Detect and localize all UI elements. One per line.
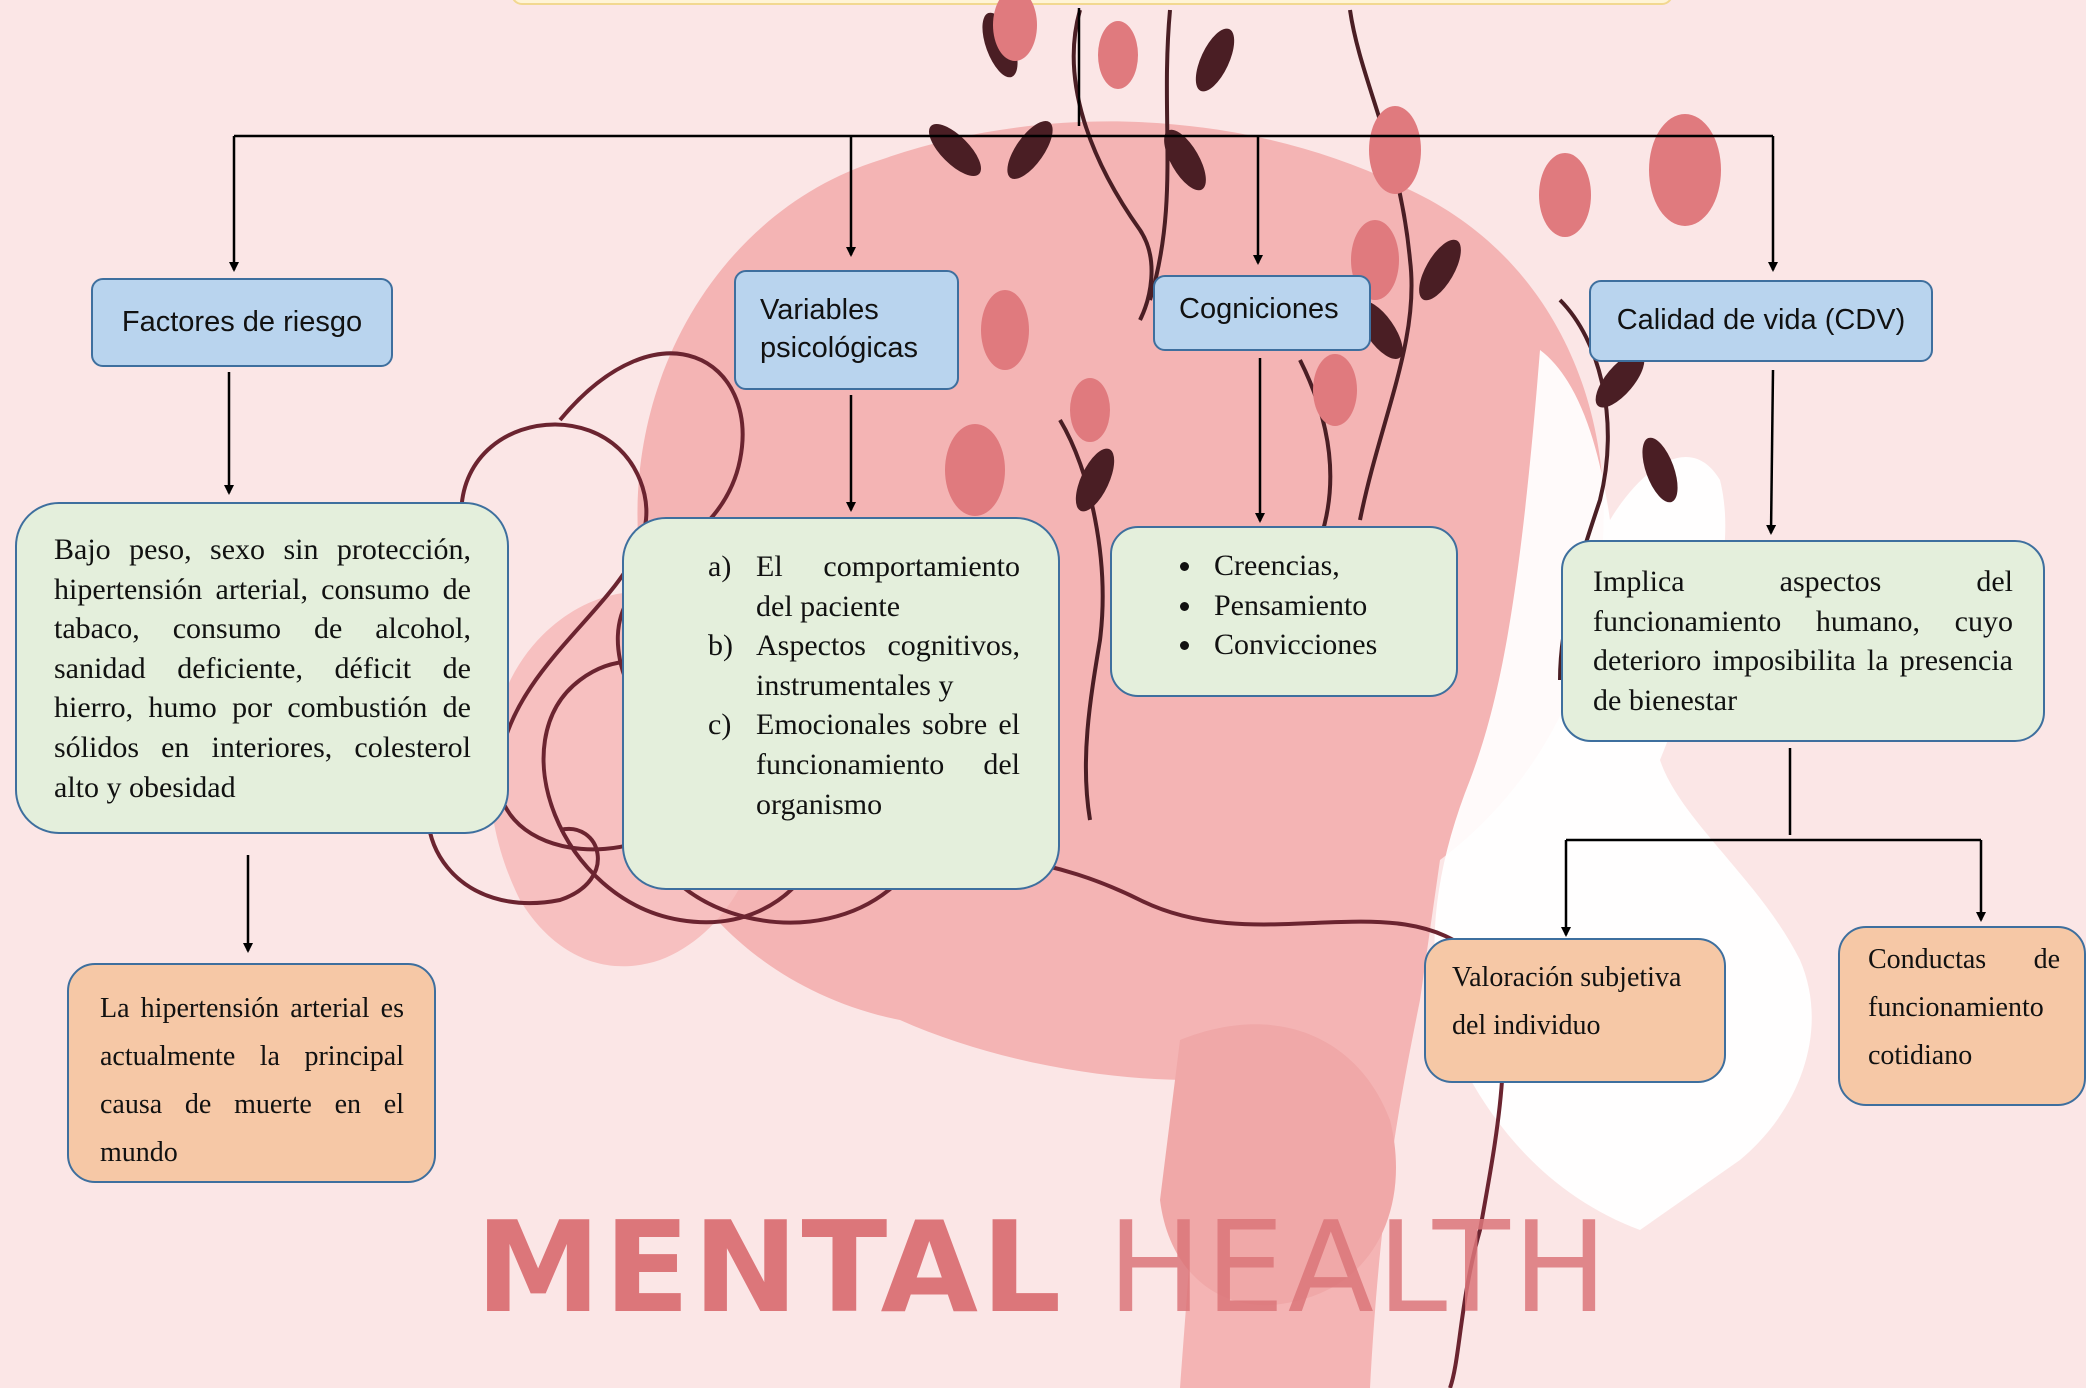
node-label: Factores de riesgo [121, 305, 363, 338]
list-item: Creencias, [1204, 546, 1436, 586]
node-calidad-de-vida: Calidad de vida (CDV) [1589, 280, 1933, 362]
top-title-box-edge [512, 0, 1672, 5]
list-item: b)Aspectos cognitivos, instrumentales y [708, 629, 1020, 702]
detail-text: Implica aspectos del funcionamiento huma… [1593, 565, 2013, 717]
detail-factores-de-riesgo: Bajo peso, sexo sin protección, hiperten… [15, 502, 509, 834]
note-conductas: Conductas de funcionamiento cotidiano [1838, 926, 2086, 1106]
node-cogniciones: Cogniciones [1153, 275, 1371, 351]
arrow-calidad-detail [1766, 369, 1777, 535]
mental-health-title: MENTAL HEALTH [0, 1205, 2086, 1331]
node-label: Calidad de vida (CDV) [1616, 304, 1906, 337]
detail-calidad-de-vida: Implica aspectos del funcionamiento huma… [1561, 540, 2045, 742]
variables-list: a)El comportamiento del paciente b)Aspec… [708, 547, 1020, 824]
note-text: Conductas de funcionamiento cotidiano [1868, 944, 2060, 1071]
node-label: Variables psicológicas [760, 294, 918, 364]
title-bold-word: MENTAL [475, 1194, 1065, 1341]
node-variables-psicologicas: Variables psicológicas [734, 270, 959, 390]
detail-variables-psicologicas: a)El comportamiento del paciente b)Aspec… [622, 517, 1060, 890]
detail-text: Bajo peso, sexo sin protección, hiperten… [54, 533, 471, 804]
node-label: Cogniciones [1179, 293, 1339, 325]
list-item: c)Emocionales sobre el funcionamiento de… [708, 708, 1020, 821]
note-valoracion-subjetiva: Valoración subjetiva del individuo [1424, 938, 1726, 1083]
list-item: Pensamiento [1204, 586, 1436, 626]
pink-flowers [945, 0, 1721, 516]
detail-cogniciones: Creencias, Pensamiento Convicciones [1110, 526, 1458, 697]
note-text: Valoración subjetiva del individuo [1452, 962, 1682, 1041]
list-item: Convicciones [1204, 625, 1436, 665]
note-text: La hipertensión arterial es actualmente … [100, 993, 404, 1168]
title-light-word: HEALTH [1107, 1194, 1611, 1341]
node-factores-de-riesgo: Factores de riesgo [91, 278, 393, 367]
list-item: a)El comportamiento del paciente [708, 550, 1020, 623]
cogniciones-list: Creencias, Pensamiento Convicciones [1204, 546, 1436, 665]
note-hipertension: La hipertensión arterial es actualmente … [67, 963, 436, 1183]
